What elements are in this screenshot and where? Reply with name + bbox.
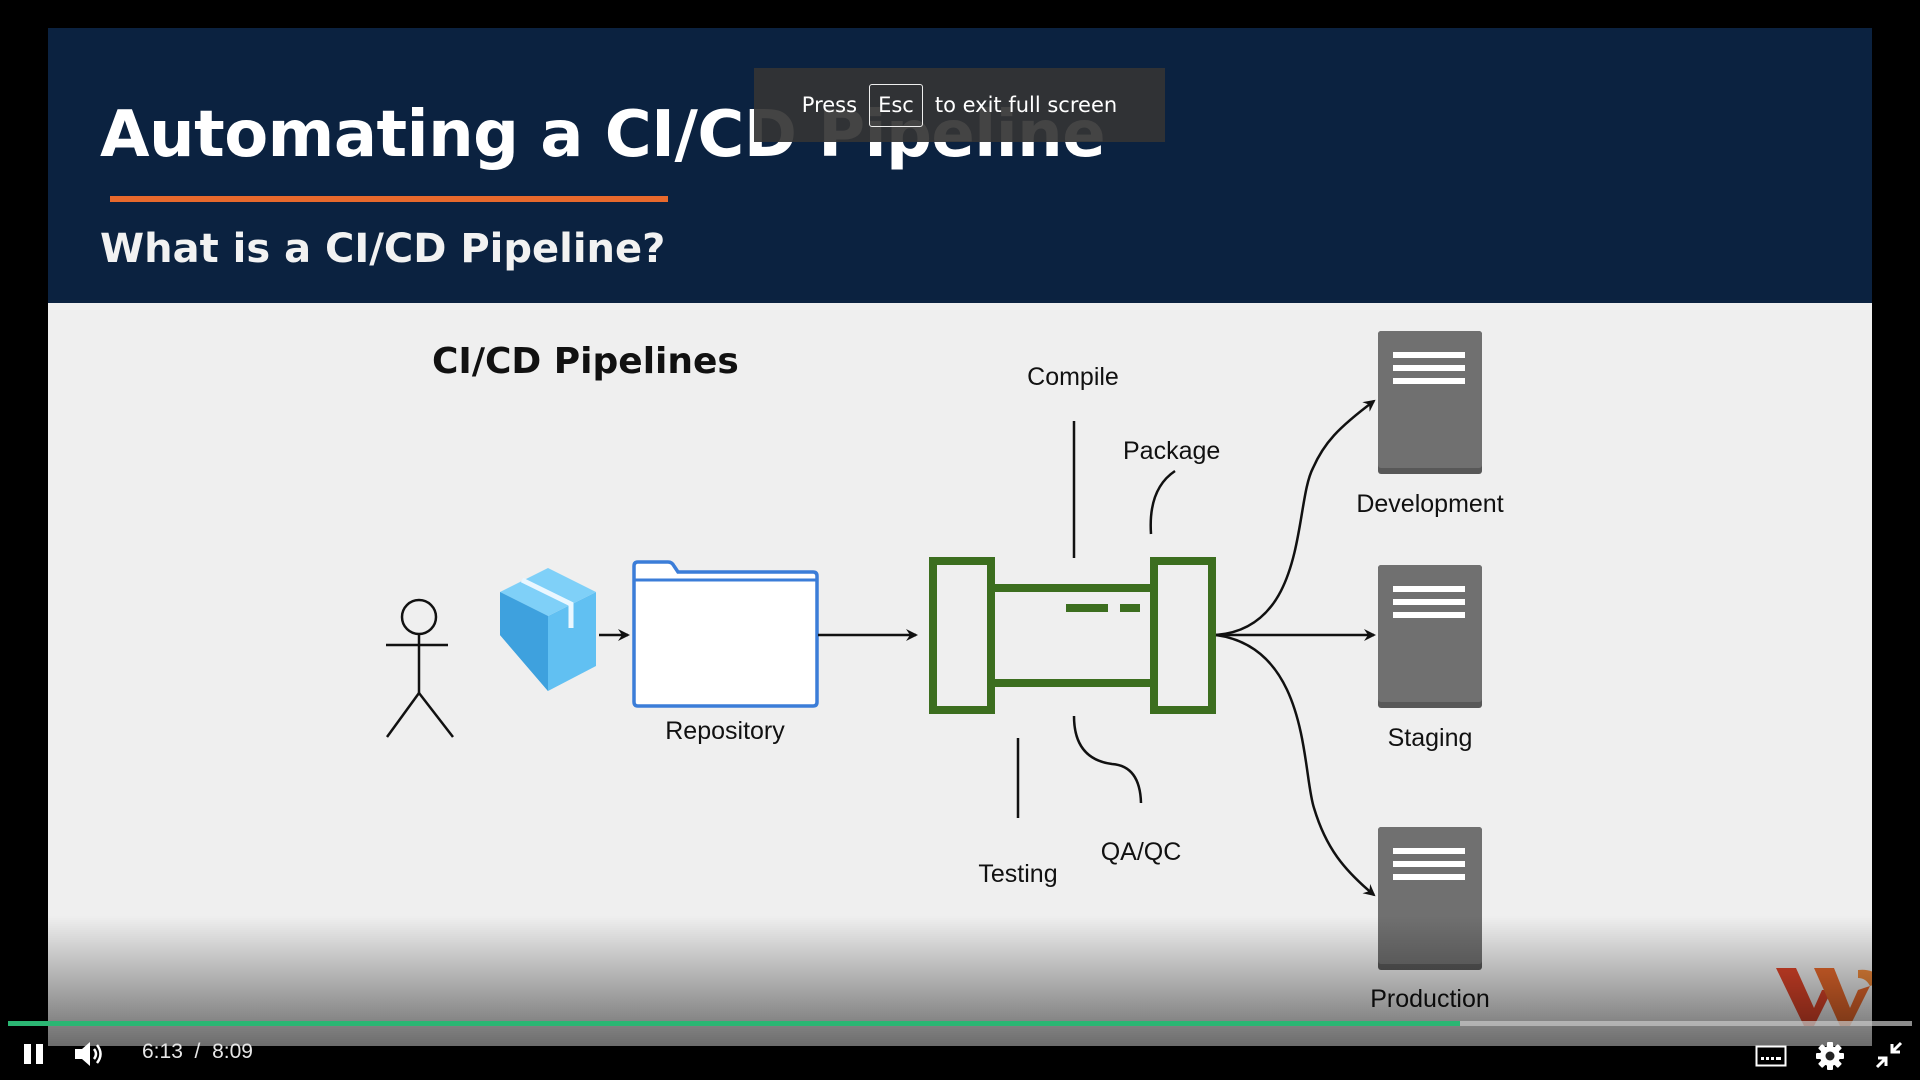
slide-subtitle: What is a CI/CD Pipeline?: [100, 226, 666, 272]
development-server-icon: [1378, 331, 1482, 474]
pause-icon[interactable]: [22, 1042, 46, 1066]
toast-suffix-text: to exit full screen: [934, 93, 1118, 117]
volume-icon[interactable]: [73, 1039, 105, 1069]
seek-bar[interactable]: [8, 1021, 1912, 1026]
repository-label: Repository: [665, 717, 785, 745]
production-label: Production: [1370, 985, 1490, 1013]
time-separator: /: [194, 1040, 201, 1063]
toast-press-text: Press: [801, 93, 858, 117]
package-label: Package: [1123, 437, 1220, 465]
repository-folder-icon: [632, 560, 819, 708]
pipeline-icon: [929, 557, 1216, 714]
player-controls: 6:13 / 8:09: [0, 1030, 1920, 1080]
pipeline-stage-connectors: [1016, 421, 1176, 818]
esc-key-badge: Esc: [869, 83, 923, 127]
fullscreen-exit-toast: Press Esc to exit full screen: [754, 68, 1165, 142]
seek-bar-progress: [8, 1021, 1461, 1026]
video-frame[interactable]: Automating a CI/CD Pipeline What is a CI…: [48, 28, 1872, 1046]
brand-logo: [1776, 968, 1872, 1026]
staging-label: Staging: [1388, 724, 1473, 752]
development-label: Development: [1356, 490, 1503, 518]
staging-server-icon: [1378, 565, 1482, 708]
gear-icon[interactable]: [1815, 1041, 1845, 1071]
title-underline: [110, 196, 668, 202]
production-server-icon: [1378, 827, 1482, 970]
captions-icon[interactable]: [1755, 1044, 1787, 1068]
testing-label: Testing: [978, 860, 1057, 888]
time-display: 6:13 / 8:09: [142, 1040, 253, 1064]
package-cube-icon: [500, 568, 596, 691]
diagram-heading: CI/CD Pipelines: [432, 341, 739, 382]
duration: 8:09: [212, 1040, 253, 1063]
current-time: 6:13: [142, 1040, 183, 1063]
developer-figure: [385, 598, 454, 738]
compile-label: Compile: [1027, 363, 1119, 391]
qaqc-label: QA/QC: [1101, 838, 1182, 866]
cicd-diagram: CI/CD Pipelines Repository: [385, 331, 1504, 1013]
exit-fullscreen-icon[interactable]: [1874, 1040, 1904, 1070]
deployment-arrows: [1215, 399, 1376, 897]
